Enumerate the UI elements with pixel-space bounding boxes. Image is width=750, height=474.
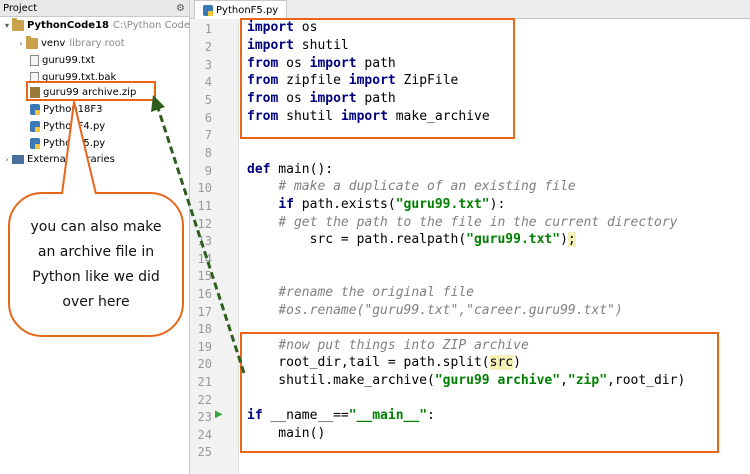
code-editor[interactable]: PythonF5.py 1 2 3 4 5 6 7 8 9 10 11 12 1… <box>190 0 750 474</box>
python-file-icon <box>203 4 213 16</box>
code-line[interactable]: from shutil import make_archive <box>247 109 490 124</box>
tab-pythonf5[interactable]: PythonF5.py <box>194 0 288 19</box>
editor-tab-bar: PythonF5.py <box>190 0 750 19</box>
line-number: 11 <box>197 199 212 213</box>
tree-item-guru99-txt[interactable]: guru99.txt <box>30 52 95 68</box>
tree-item-label: External Libraries <box>27 153 115 165</box>
tree-item-guru99-archive-zip[interactable]: guru99 archive.zip <box>30 84 136 100</box>
line-number: 18 <box>197 322 212 336</box>
line-number: 9 <box>204 164 212 178</box>
python-file-icon <box>30 103 40 115</box>
tree-item-note: library root <box>69 37 125 49</box>
line-number: 24 <box>197 428 212 442</box>
code-line[interactable]: from os import path <box>247 56 396 71</box>
text-file-icon <box>30 54 39 66</box>
line-number: 2 <box>204 40 212 54</box>
tree-root[interactable]: ▾ PythonCode18 C:\Python Code\P... <box>2 17 208 33</box>
code-line[interactable]: # get the path to the file in the curren… <box>278 215 678 230</box>
line-number: 10 <box>197 181 212 195</box>
line-number: 16 <box>197 287 212 301</box>
root-name: PythonCode18 <box>27 19 109 31</box>
code-line[interactable]: main() <box>247 426 326 441</box>
tree-item-label: guru99 archive.zip <box>43 86 137 98</box>
callout-text: you can also make an archive file in Pyt… <box>30 218 162 310</box>
folder-icon <box>12 17 24 31</box>
line-number: 19 <box>197 340 212 354</box>
imports-highlight-box <box>240 18 515 139</box>
code-line[interactable]: #os.rename("guru99.txt","career.guru99.t… <box>278 303 623 318</box>
line-number: 25 <box>197 445 212 459</box>
code-line[interactable]: def main(): <box>247 162 334 177</box>
python-file-icon <box>30 120 40 132</box>
line-number: 6 <box>204 111 212 125</box>
tree-item-external-libraries[interactable]: › External Libraries <box>2 151 115 167</box>
code-line[interactable]: root_dir,tail = path.split(src) <box>247 355 521 370</box>
line-number: 4 <box>204 75 212 89</box>
code-line[interactable]: from zipfile import ZipFile <box>247 73 459 88</box>
tree-item-label: PythonF4.py <box>43 120 106 132</box>
callout-bubble: you can also make an archive file in Pyt… <box>8 192 184 337</box>
code-line[interactable]: src = path.realpath("guru99.txt"); <box>247 232 576 247</box>
python-file-icon <box>30 137 40 149</box>
line-number: 8 <box>204 146 212 160</box>
archive-code-highlight-box <box>240 332 719 453</box>
line-number: 5 <box>204 93 212 107</box>
tree-item-pythonf5[interactable]: PythonF5.py <box>30 135 105 151</box>
zip-file-icon <box>30 86 40 98</box>
line-number: 22 <box>197 393 212 407</box>
tree-item-label: venv <box>41 37 66 49</box>
tree-item-label: PythonF5.py <box>43 137 106 149</box>
line-number: 14 <box>197 252 212 266</box>
code-line[interactable]: import os <box>247 20 318 35</box>
line-number: 1 <box>204 22 212 36</box>
chevron-right-icon[interactable]: › <box>19 38 23 48</box>
line-number: 12 <box>197 217 212 231</box>
tree-item-python18f3[interactable]: Python18F3 <box>30 101 103 117</box>
gear-icon[interactable]: ⚙ <box>176 2 185 14</box>
line-number: 13 <box>197 234 212 248</box>
tree-item-label: Python18F3 <box>43 103 103 115</box>
tab-label: PythonF5.py <box>216 4 279 16</box>
chevron-right-icon[interactable]: › <box>5 154 9 164</box>
line-number: 21 <box>197 375 212 389</box>
folder-icon <box>26 35 38 49</box>
line-number: 20 <box>197 357 212 371</box>
project-header-label[interactable]: Project <box>3 2 38 14</box>
line-number: 15 <box>197 269 212 283</box>
code-line[interactable]: #rename the original file <box>278 285 474 300</box>
code-line[interactable]: import shutil <box>247 38 349 53</box>
line-number: 3 <box>204 58 212 72</box>
code-line[interactable]: #now put things into ZIP archive <box>278 338 529 353</box>
tree-item-label: guru99.txt.bak <box>42 71 117 83</box>
archive-file-highlight <box>26 81 156 101</box>
library-icon <box>12 154 24 164</box>
line-number: 17 <box>197 305 212 319</box>
code-line[interactable]: shutil.make_archive("guru99 archive","zi… <box>247 373 686 388</box>
tree-item-label: guru99.txt <box>42 54 95 66</box>
code-line[interactable]: from os import path <box>247 91 396 106</box>
code-line[interactable]: if path.exists("guru99.txt"): <box>278 197 506 212</box>
chevron-down-icon[interactable]: ▾ <box>4 20 9 30</box>
tree-item-pythonf4[interactable]: PythonF4.py <box>30 118 105 134</box>
project-panel-header[interactable]: Project ⚙ <box>0 0 189 17</box>
code-line[interactable]: if __name__=="__main__": <box>247 408 435 423</box>
run-icon[interactable]: ▶ <box>215 409 223 420</box>
code-line[interactable]: # make a duplicate of an existing file <box>278 179 576 194</box>
line-number: 7 <box>204 128 212 142</box>
tree-item-venv[interactable]: › venv library root <box>16 35 125 51</box>
root-path: C:\Python Code\P... <box>113 19 208 31</box>
line-number: 23 <box>197 410 212 424</box>
